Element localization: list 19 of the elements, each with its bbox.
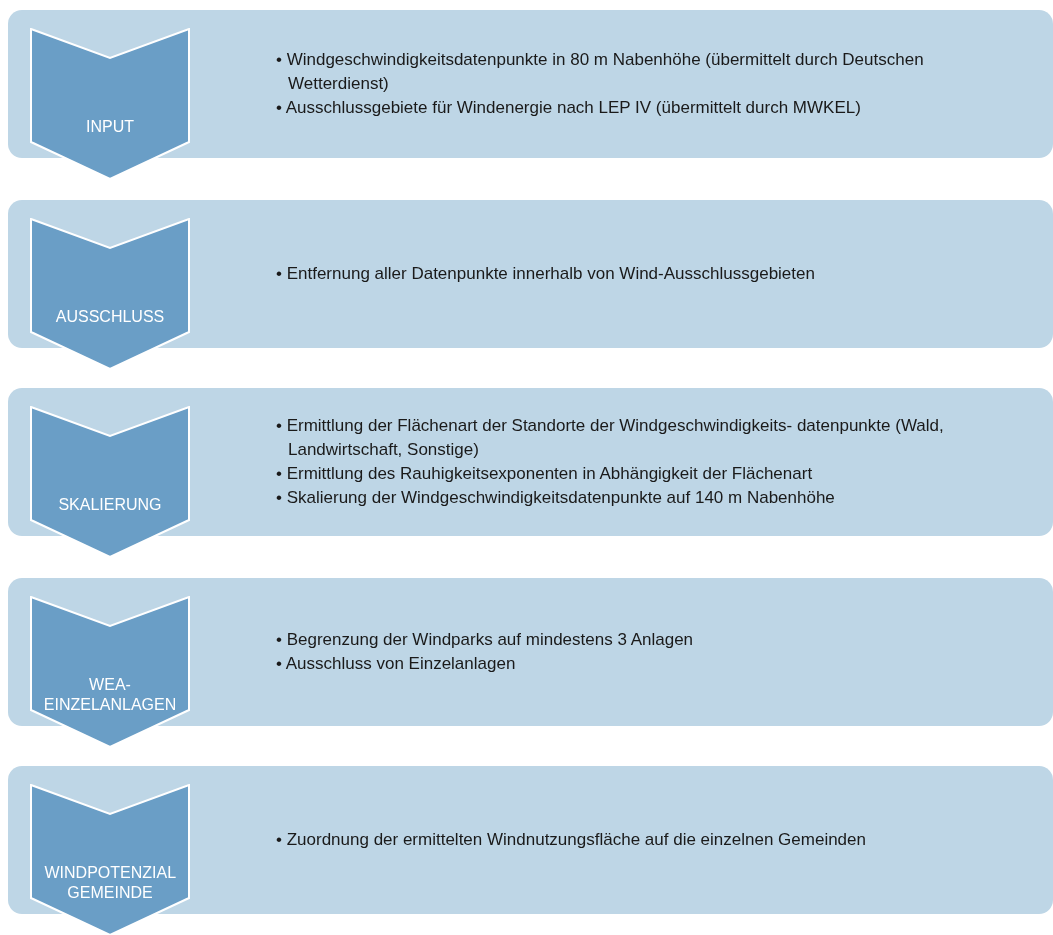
step-label: WINDPOTENZIAL GEMEINDE bbox=[44, 863, 176, 903]
bullet-text: • Skalierung der Windgeschwindigkeitsdatenpunkte auf 140 m Nabenhöhe bbox=[276, 487, 836, 509]
step-label: AUSSCHLUSS bbox=[55, 307, 165, 327]
step-label: INPUT bbox=[86, 117, 134, 137]
bullet-text: • Windgeschwindigkeitsdatenpunkte in 80 m Nabenhöhe (übermittelt durch Deutschen Wetterdienst) bbox=[276, 49, 925, 95]
step-header-shape bbox=[30, 218, 190, 370]
bullet-text: • Ausschluss von Einzelanlagen bbox=[276, 653, 517, 675]
step-label: SKALIERUNG bbox=[58, 495, 162, 515]
step-header-shape bbox=[30, 406, 190, 558]
bullet-text: • Ausschlussgebiete für Windenergie nach LEP IV (übermittelt durch MWKEL) bbox=[276, 97, 862, 119]
bullet-text: • Entfernung aller Datenpunkte innerhalb von Wind-Ausschlussgebieten bbox=[276, 263, 815, 285]
step-header-shape bbox=[30, 784, 190, 935]
step-header-shape bbox=[30, 596, 190, 748]
bullet-text: • Zuordnung der ermittelten Windnutzungsfläche auf die einzelnen Gemeinden bbox=[276, 829, 866, 851]
bullet-text: • Ermittlung des Rauhigkeitsexponenten in Abhängigkeit der Flächenart bbox=[276, 463, 814, 485]
bullet-text: • Begrenzung der Windparks auf mindestens 3 Anlagen bbox=[276, 629, 694, 651]
bullet-text: • Ermittlung der Flächenart der Standorte der Windgeschwindigkeits- datenpunkte (Wald, Landwirtschaft, Sonstige) bbox=[276, 415, 945, 461]
step-label: WEA- EINZELANLAGEN bbox=[43, 675, 177, 715]
step-header-shape bbox=[30, 28, 190, 180]
